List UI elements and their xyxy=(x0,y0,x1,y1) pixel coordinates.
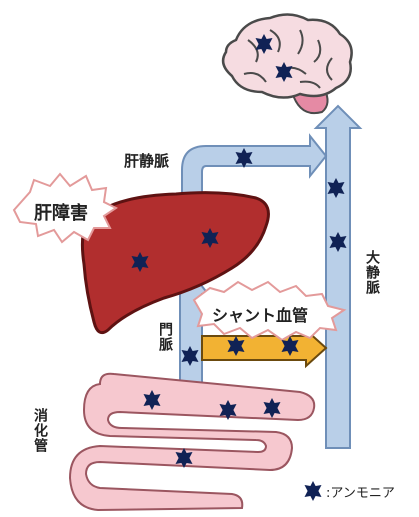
hepatic-vein-vessel xyxy=(182,136,326,198)
label-digestive-tract: 消化管 xyxy=(30,408,50,453)
legend-label: :アンモニア xyxy=(326,482,395,501)
label-hepatic-vein: 肝静脈 xyxy=(124,150,169,171)
digestive-tract xyxy=(70,374,314,510)
legend: :アンモニア xyxy=(302,478,395,504)
label-shunt-vessel: シャント血管 xyxy=(212,302,308,326)
label-liver-damage: 肝障害 xyxy=(34,199,88,225)
brain-outline xyxy=(223,14,352,97)
label-vena-cava: 大静脈 xyxy=(362,250,382,295)
ammonia-icon xyxy=(302,480,324,502)
label-portal-vein: 門脈 xyxy=(155,322,175,352)
brain xyxy=(223,14,352,113)
